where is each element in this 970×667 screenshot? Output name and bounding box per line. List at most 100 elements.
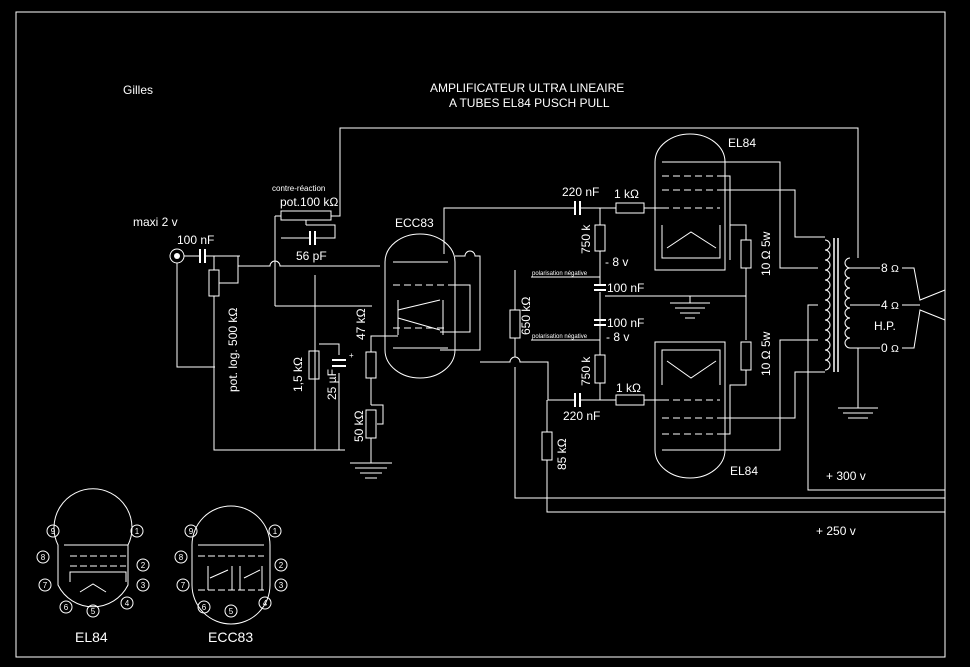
el84-pin-label: 1	[135, 527, 140, 536]
ecc83-pin-label: 2	[279, 561, 284, 570]
ecc83-pin-label: 4	[263, 599, 268, 608]
tap-0-label: 0	[881, 341, 888, 355]
bias-res-top-label: 750 k	[579, 224, 593, 254]
el84-pin-4	[120, 596, 134, 610]
speaker-label: H.P.	[874, 319, 896, 333]
ecc83-pin-3	[274, 578, 288, 592]
tap-0-ohm: Ω	[891, 343, 899, 355]
driver-ground-icon	[350, 450, 392, 479]
tap-4-label: 4	[881, 298, 888, 312]
volume-wiper	[219, 264, 239, 284]
b-plus-250-wire	[514, 350, 945, 499]
cathode-res-bottom	[740, 341, 752, 371]
feedback-pot	[280, 210, 332, 221]
el84-pin-2	[136, 558, 150, 572]
feedback-pot-label: pot.100 kΩ	[280, 195, 338, 209]
bias-label-bottom: polarisation négative	[532, 334, 588, 340]
el84-pin-label: 6	[64, 603, 69, 612]
bias-cap-top-label: 100 nF	[607, 281, 644, 295]
cathode-resistor	[308, 350, 320, 380]
ecc83-tube	[384, 233, 456, 379]
ecc83-anode-wire-top	[443, 207, 575, 254]
el84-pinout-label: EL84	[75, 629, 108, 645]
pot-50k-label: 50 kΩ	[352, 410, 366, 442]
ecc83-pin-4	[258, 596, 272, 610]
el84-pin-label: 5	[91, 607, 96, 616]
res-47k-label: 47 kΩ	[354, 308, 368, 340]
input-jack	[169, 248, 185, 264]
speaker-icon	[902, 267, 946, 349]
tap-4-ohm: Ω	[891, 300, 899, 312]
el84-pinout: 1 2 3 4 5 6 7 8 9	[36, 488, 150, 618]
feedback-label: contre-réaction	[272, 184, 325, 193]
el84-bottom-tube	[654, 341, 726, 479]
el84-pin-label: 7	[43, 581, 48, 590]
grid-res-top	[615, 202, 645, 214]
res-85k	[541, 431, 553, 461]
el84-pin-7	[38, 578, 52, 592]
ecc83-feed-wires	[275, 284, 471, 333]
el84-top-label: EL84	[728, 136, 756, 150]
input-cap-label: 100 nF	[177, 233, 214, 247]
cathode-res-label: 1,5 kΩ	[291, 357, 305, 392]
cathode-res-top-label: 10 Ω 5w	[759, 231, 773, 276]
pot-50k	[365, 409, 377, 439]
el84-bottom-label: EL84	[730, 464, 758, 478]
el84-pin-label: 2	[141, 561, 146, 570]
ecc83-pin-label: 9	[189, 527, 194, 536]
grid-res-bottom	[615, 394, 645, 406]
el84-pin-label: 9	[51, 527, 56, 536]
output-ground-icon	[670, 296, 710, 319]
el84-top-tube	[654, 133, 726, 271]
el84-pin-6	[59, 600, 73, 614]
feedback-cap	[281, 224, 336, 245]
bias-cap-top	[594, 284, 606, 291]
volume-pot-wires	[213, 256, 345, 451]
ecc83-pin-1	[268, 524, 282, 538]
el84-pin-label: 8	[41, 553, 46, 562]
el84-pin-8	[36, 550, 50, 564]
ecc83-pin-label: 7	[181, 581, 186, 590]
ecc83-pin-label: 1	[273, 527, 278, 536]
cathode-cap	[332, 359, 346, 367]
el84-pin-label: 3	[141, 581, 146, 590]
el84-pin-9	[46, 524, 60, 538]
res-650k-label: 650 kΩ	[519, 297, 533, 335]
bias-cap-bottom	[594, 319, 606, 326]
input-level-label: maxi 2 v	[133, 215, 178, 229]
title-line-1: AMPLIFICATEUR ULTRA LINEAIRE	[430, 81, 624, 95]
supply-300v-label: + 300 v	[826, 469, 866, 483]
res-85k-label: 85 kΩ	[555, 438, 569, 470]
bias-v-bottom-label: - 8 v	[606, 330, 629, 344]
grid-res-bottom-label: 1 kΩ	[616, 381, 641, 395]
ecc83-pin-7	[176, 578, 190, 592]
ecc83-pin-9	[184, 524, 198, 538]
ecc83-label: ECC83	[395, 216, 434, 230]
coupling-cap-bottom-label: 220 nF	[563, 409, 600, 423]
bias-v-top-label: - 8 v	[605, 255, 628, 269]
ecc83-pin-label: 3	[279, 581, 284, 590]
ecc83-pinout-label: ECC83	[208, 629, 253, 645]
transformer-ground-icon	[838, 405, 878, 419]
bias-label-top: polarisation négative	[532, 271, 588, 277]
ecc83-pin-5	[224, 604, 238, 618]
grid-res-top-label: 1 kΩ	[614, 187, 639, 201]
feedback-cap-label: 56 pF	[296, 249, 327, 263]
el84-pin-label: 4	[125, 599, 130, 608]
supply-250v-label: + 250 v	[816, 524, 856, 538]
bias-res-bottom	[594, 354, 606, 384]
bias-cap-bottom-label: 100 nF	[607, 316, 644, 330]
ecc83-pin-2	[274, 558, 288, 572]
ecc83-pin-label: 6	[202, 603, 207, 612]
cathode-res-bottom-label: 10 Ω 5w	[759, 331, 773, 376]
ecc83-pin-label: 5	[229, 607, 234, 616]
el84-pin-5	[86, 604, 100, 618]
tap-8-ohm: Ω	[891, 263, 899, 275]
cathode-cap-label: 25 µF	[325, 369, 339, 400]
volume-pot-label: pot. log. 500 kΩ	[226, 308, 240, 392]
input-ground-wire	[176, 263, 215, 368]
coupling-cap-top-label: 220 nF	[562, 185, 599, 199]
drawing-frame	[15, 11, 946, 658]
driver-anode-bottom-wire	[480, 356, 575, 401]
